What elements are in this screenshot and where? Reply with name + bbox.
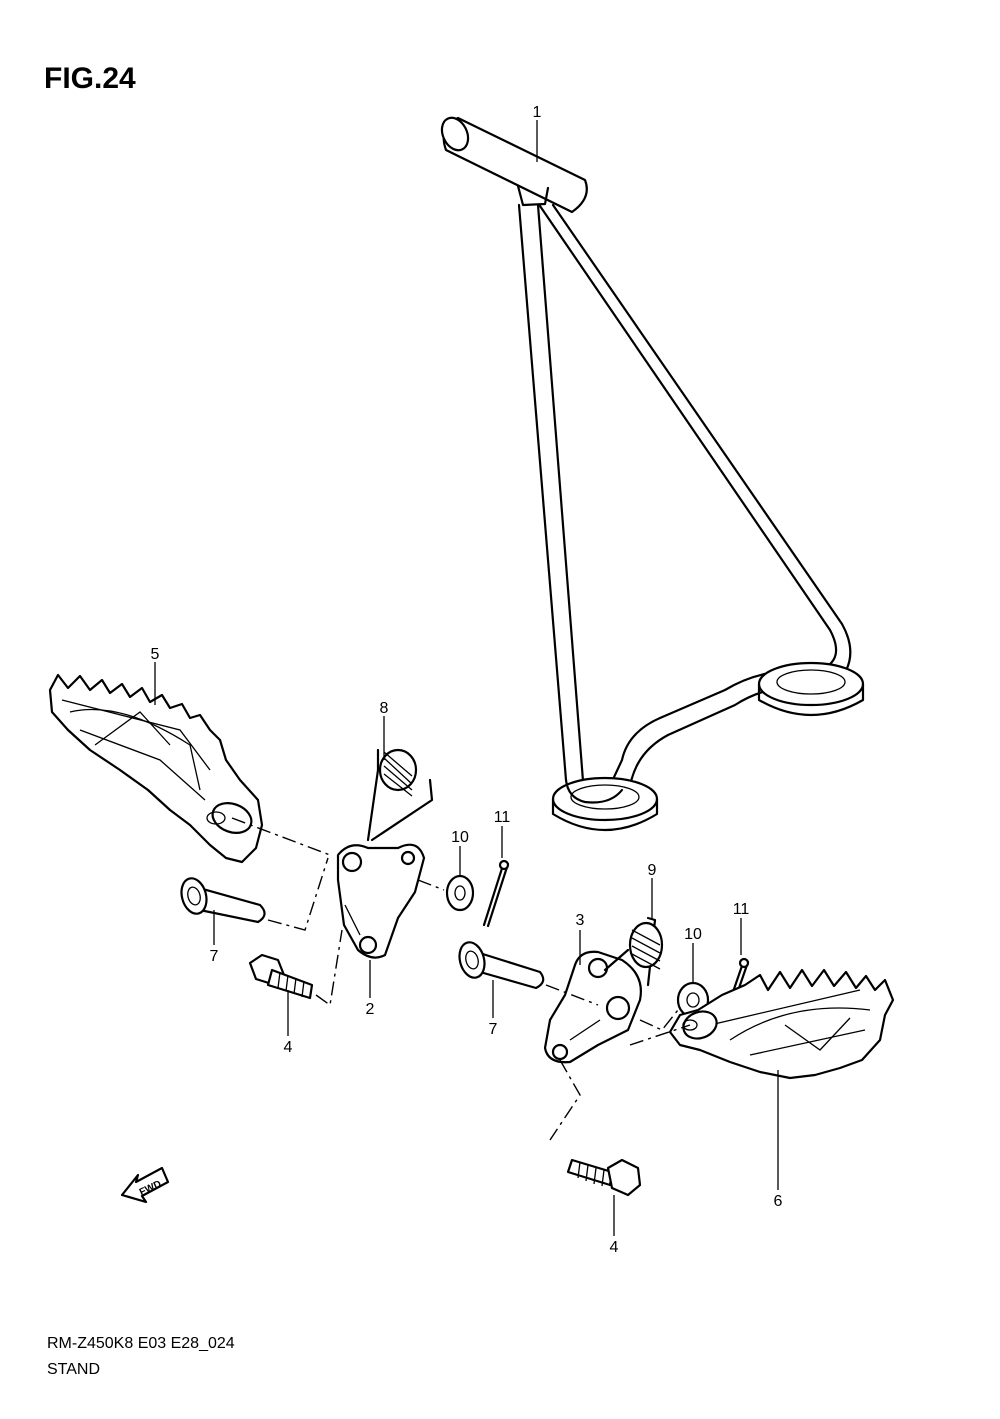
callout-1: 1 — [533, 104, 542, 121]
figure-title: FIG.24 — [44, 62, 136, 95]
right-bolt[interactable] — [566, 1158, 642, 1197]
left-pin[interactable] — [178, 876, 266, 924]
left-footrest[interactable] — [48, 673, 331, 864]
callout-8: 8 — [380, 700, 389, 717]
callout-11-left: 11 — [494, 809, 511, 826]
leader-lines — [154, 120, 779, 1236]
left-washer[interactable] — [445, 874, 475, 912]
right-pin[interactable] — [456, 940, 545, 990]
callout-9: 9 — [648, 862, 657, 879]
callout-4-left: 4 — [284, 1039, 293, 1056]
callout-10-left: 10 — [451, 829, 469, 846]
right-footrest[interactable] — [629, 968, 895, 1080]
callout-5: 5 — [151, 646, 160, 663]
right-spring[interactable] — [603, 916, 664, 987]
callout-7-right: 7 — [489, 1021, 498, 1038]
callout-4-right: 4 — [610, 1239, 619, 1256]
callout-10-right: 10 — [684, 926, 702, 943]
callout-7-left: 7 — [210, 948, 219, 965]
callout-2: 2 — [366, 1001, 375, 1018]
callout-3: 3 — [576, 912, 585, 929]
left-cotter-pin[interactable] — [482, 859, 510, 928]
callout-11-right: 11 — [733, 901, 750, 918]
left-bolt[interactable] — [248, 953, 314, 1000]
left-spring[interactable] — [366, 748, 434, 842]
stand[interactable] — [437, 114, 865, 831]
callout-6: 6 — [774, 1193, 783, 1210]
fwd-arrow-icon: FWD — [120, 1166, 170, 1204]
left-bracket[interactable] — [336, 843, 426, 959]
figure-name: STAND — [47, 1361, 101, 1378]
right-bracket[interactable] — [543, 950, 642, 1064]
figure-code: RM-Z450K8 E03 E28_024 — [47, 1335, 235, 1352]
callout-labels: 1 2 3 4 4 5 6 7 7 8 9 10 10 11 11 — [151, 104, 783, 1256]
